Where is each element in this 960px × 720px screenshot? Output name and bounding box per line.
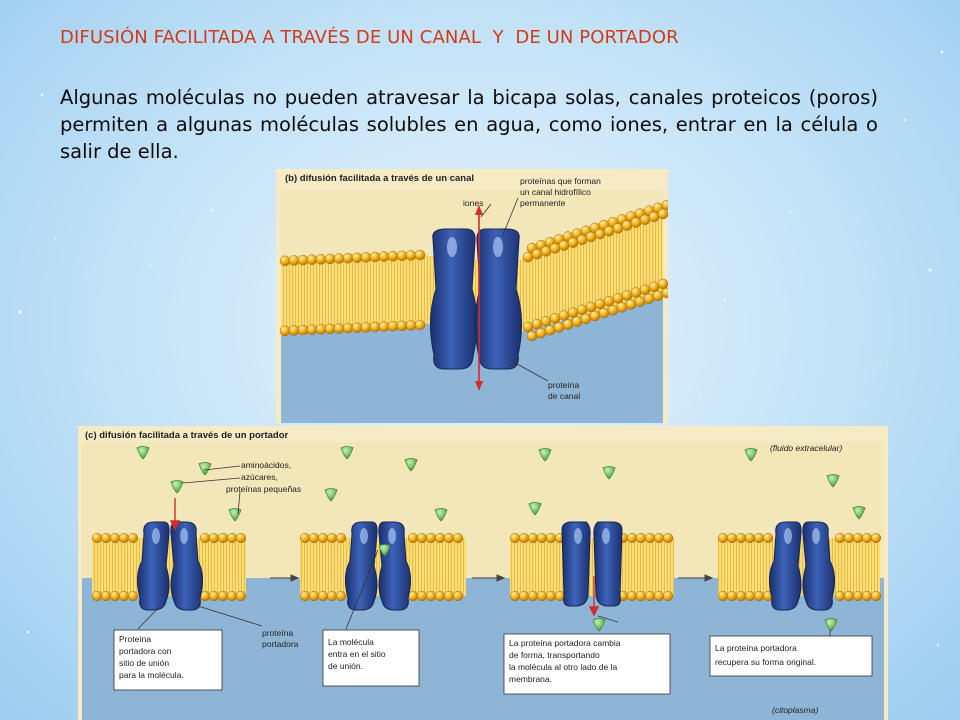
label-carrier-protein-line1: proteína [262, 628, 293, 638]
transport-arrows [169, 498, 600, 617]
step-1-description: Proteína portadora con sitio de unión pa… [113, 629, 223, 691]
label-channel-line2: un canal hidrofílico [520, 187, 591, 197]
label-cytoplasm: (citoplasma) [772, 705, 818, 715]
step-2-line1: La molécula [328, 637, 374, 647]
step-4-line2: recupera su forma original. [715, 657, 816, 667]
label-molecules-line1: aminoácidos, [241, 460, 291, 470]
label-channel-line3: permanente [520, 198, 566, 208]
carrier-proteins [136, 521, 836, 611]
label-extracellular: (fluido extracelular) [770, 443, 842, 453]
slide-title: DIFUSIÓN FACILITADA A TRAVÉS DE UN CANAL… [60, 27, 679, 48]
ion-flow-arrow [475, 205, 483, 391]
step-3-line4: membrana. [509, 674, 552, 684]
step-3-line3: la molécula al otro lado de la [509, 662, 617, 672]
label-carrier-protein-line2: portadora [262, 639, 299, 649]
label-leader-lines-c [137, 465, 831, 636]
label-leader-lines [480, 197, 549, 382]
step-1-line1: Proteína [119, 634, 151, 644]
figure-c-caption: (c) difusión facilitada a través de un p… [85, 430, 289, 441]
figure-channel-diffusion: (b) difusión facilitada a través de un c… [276, 169, 668, 423]
step-4-description: La proteína portadora recupera su forma … [709, 635, 873, 677]
figure-b-caption: (b) difusión facilitada a través de un c… [285, 173, 474, 184]
figure-carrier-diffusion: (c) difusión facilitada a través de un p… [78, 426, 888, 720]
label-channel-line1: proteínas que forman [520, 176, 601, 186]
step-1-line2: portadora con [119, 646, 172, 656]
step-2-line2: entra en el sitio [328, 649, 386, 659]
step-3-line1: La proteína portadora cambia [509, 638, 621, 648]
step-arrows [270, 574, 714, 582]
step-3-line2: de forma, transportando [509, 650, 600, 660]
label-ions: iones [463, 198, 483, 208]
step-2-description: La molécula entra en el sitio de unión. [322, 629, 420, 687]
label-channel-protein-line2: de canal [548, 391, 580, 401]
slide-paragraph: Algunas moléculas no pueden atravesar la… [60, 86, 878, 163]
label-molecules-line2: azúcares, [241, 472, 278, 482]
channel-protein [429, 228, 523, 370]
label-molecules-line3: proteínas pequeñas [226, 484, 301, 494]
step-1-line3: sitio de unión [119, 658, 169, 668]
label-channel-protein-line1: proteína [548, 380, 579, 390]
step-2-line3: de unión. [328, 661, 363, 671]
step-3-description: La proteína portadora cambia de forma, t… [503, 633, 671, 695]
step-4-line1: La proteína portadora [715, 643, 797, 653]
step-1-line4: para la molécula. [119, 670, 184, 680]
